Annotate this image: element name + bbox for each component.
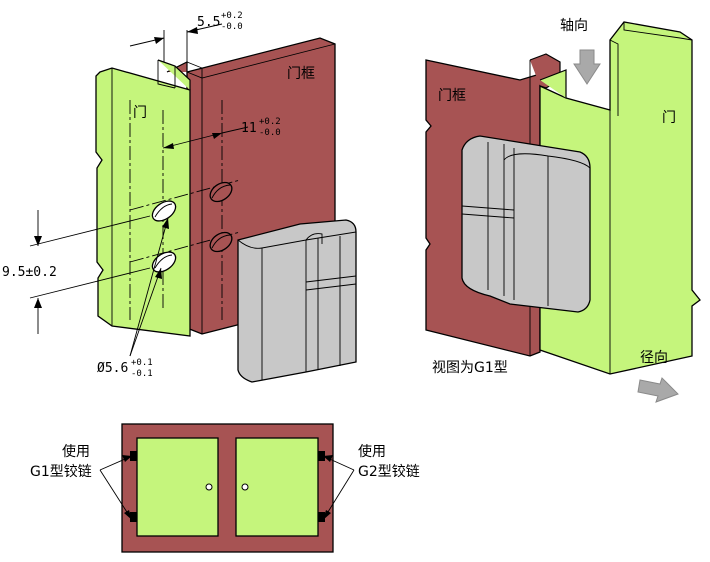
view-caption: 视图为G1型	[432, 360, 508, 376]
left-use-line1: 使用	[62, 443, 90, 460]
left-hinge-marker-top	[130, 451, 137, 461]
right-door-knob-icon	[241, 483, 249, 491]
front-view: 使用 G1型铰链 使用 G2型铰链	[30, 423, 420, 553]
dim-offset-value: 11	[241, 121, 257, 136]
right-assembly: 轴向 径向 门框 门 视图为G1型	[425, 18, 701, 403]
dim-gap-tol-lower: -0.0	[221, 22, 243, 32]
left-use-line2: G1型铰链	[30, 464, 92, 480]
dim-hole-annotation: Ø5.6 +0.1 -0.1	[97, 358, 153, 379]
front-view-leaders	[99, 455, 355, 521]
mounting-holes	[151, 181, 233, 273]
right-use-line2: G2型铰链	[358, 464, 420, 480]
dim-hole-tol-upper: +0.1	[131, 358, 153, 368]
dim-hole-tol-lower: -0.1	[131, 369, 153, 379]
dim-hole-value: Ø5.6	[97, 361, 128, 376]
axial-label: 轴向	[560, 18, 588, 34]
axial-arrow-icon	[573, 49, 601, 85]
left-door-knob-icon	[205, 483, 213, 491]
right-use-line1: 使用	[358, 443, 386, 460]
dim-gap-tol-upper: +0.2	[221, 11, 243, 21]
left-door-panel	[95, 59, 191, 337]
dim-gap-value: 5.5	[197, 15, 220, 30]
radial-arrow-icon	[637, 377, 679, 403]
dim-offset-tol-lower: -0.0	[259, 128, 281, 138]
right-hinge-marker-top	[318, 451, 325, 461]
left-hinge-block	[237, 219, 357, 383]
frame-label: 门框	[287, 66, 315, 82]
door-label-right: 门	[662, 110, 676, 126]
radial-label: 径向	[640, 350, 668, 366]
dim-offset-annotation: 11 +0.2 -0.0	[241, 117, 281, 138]
left-hinge-marker-bottom	[130, 512, 137, 522]
frame-label-right: 门框	[438, 88, 466, 104]
front-view-right-door	[235, 437, 319, 537]
dim-offset-tol-upper: +0.2	[259, 117, 281, 127]
door-label: 门	[133, 105, 147, 121]
left-dimension-lines	[29, 23, 249, 357]
right-hinge-marker-bottom	[318, 512, 325, 522]
left-assembly: 门 门框 5.5 +0.2 -0.0 11 +0.2 -0.0 9.5±0.2 …	[2, 11, 357, 383]
front-view-left-door	[136, 437, 219, 537]
right-hinge-block	[461, 135, 591, 313]
dim-gap-annotation: 5.5 +0.2 -0.0	[197, 11, 243, 32]
dim-spacing-label: 9.5±0.2	[2, 265, 57, 280]
